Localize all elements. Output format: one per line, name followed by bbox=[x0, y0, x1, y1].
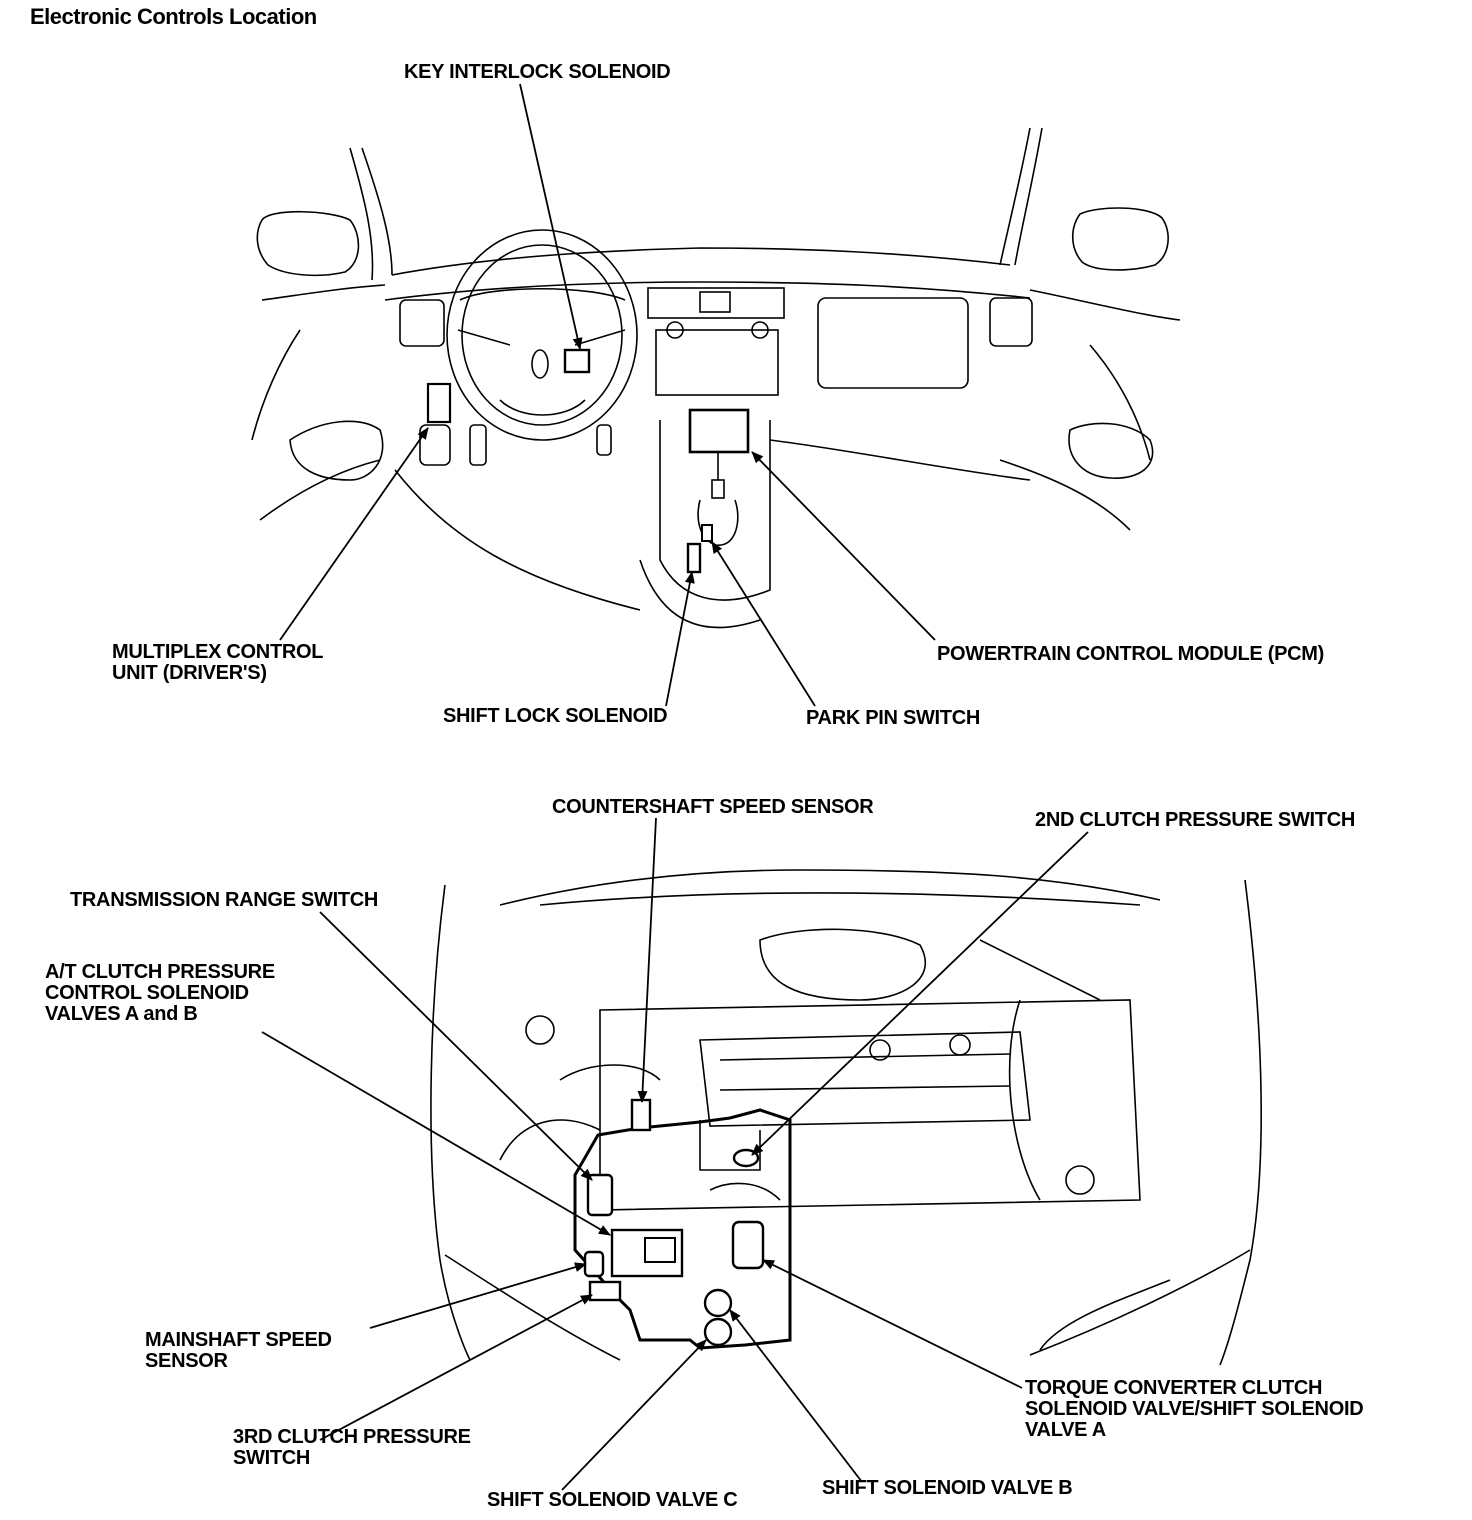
label-at-clutch-pressure-control-solenoid: A/T CLUTCH PRESSURE CONTROL SOLENOID VAL… bbox=[45, 961, 275, 1025]
label-transmission-range-switch: TRANSMISSION RANGE SWITCH bbox=[70, 889, 379, 911]
label-powertrain-control-module: POWERTRAIN CONTROL MODULE (PCM) bbox=[937, 643, 1324, 665]
dashboard-illustration bbox=[251, 127, 1181, 629]
label-shift-solenoid-valve-c: SHIFT SOLENOID VALVE C bbox=[487, 1489, 738, 1511]
label-park-pin-switch: PARK PIN SWITCH bbox=[806, 707, 981, 729]
label-multiplex-control-unit: MULTIPLEX CONTROL UNIT (DRIVER'S) bbox=[112, 641, 324, 684]
label-torque-converter-clutch-solenoid: TORQUE CONVERTER CLUTCH SOLENOID VALVE/S… bbox=[1025, 1377, 1364, 1441]
label-countershaft-speed-sensor: COUNTERSHAFT SPEED SENSOR bbox=[552, 796, 874, 818]
page-title: Electronic Controls Location bbox=[30, 4, 317, 29]
label-shift-lock-solenoid: SHIFT LOCK SOLENOID bbox=[443, 705, 668, 727]
label-2nd-clutch-pressure-switch: 2ND CLUTCH PRESSURE SWITCH bbox=[1035, 809, 1355, 831]
engine-leader-lines bbox=[261, 817, 1089, 1491]
label-3rd-clutch-pressure-switch: 3RD CLUTCH PRESSURE SWITCH bbox=[233, 1426, 471, 1469]
label-mainshaft-speed-sensor: MAINSHAFT SPEED SENSOR bbox=[145, 1329, 332, 1372]
engine-bay-illustration bbox=[430, 869, 1262, 1366]
label-shift-solenoid-valve-b: SHIFT SOLENOID VALVE B bbox=[822, 1477, 1073, 1499]
label-key-interlock-solenoid: KEY INTERLOCK SOLENOID bbox=[404, 61, 671, 83]
interior-leader-lines bbox=[279, 83, 936, 707]
